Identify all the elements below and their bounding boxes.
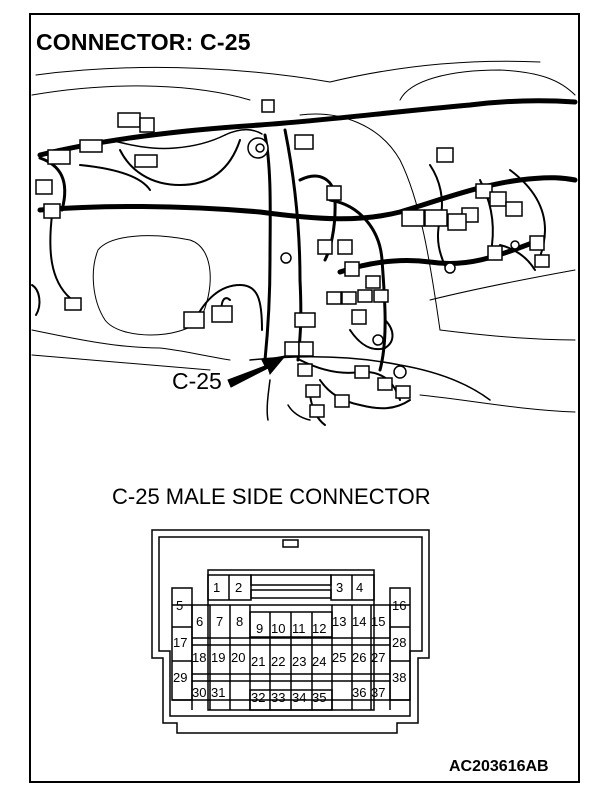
pin-27: 27 xyxy=(371,650,385,665)
pin-28: 28 xyxy=(392,635,406,650)
pin-2: 2 xyxy=(235,580,242,595)
pin-36: 36 xyxy=(352,685,366,700)
pin-10: 10 xyxy=(271,621,285,636)
pin-18: 18 xyxy=(192,650,206,665)
pin-35: 35 xyxy=(312,690,326,705)
pin-3: 3 xyxy=(336,580,343,595)
pin-8: 8 xyxy=(236,614,243,629)
pin-15: 15 xyxy=(371,614,385,629)
pin-31: 31 xyxy=(211,685,225,700)
pin-29: 29 xyxy=(173,670,187,685)
pin-37: 37 xyxy=(371,685,385,700)
pin-24: 24 xyxy=(312,654,326,669)
callout-label: C-25 xyxy=(172,368,222,394)
pin-6: 6 xyxy=(196,614,203,629)
pin-14: 14 xyxy=(352,614,366,629)
pin-38: 38 xyxy=(392,670,406,685)
pin-19: 19 xyxy=(211,650,225,665)
pin-4: 4 xyxy=(356,580,363,595)
pin-12: 12 xyxy=(312,621,326,636)
pin-1: 1 xyxy=(213,580,220,595)
pin-30: 30 xyxy=(192,685,206,700)
pin-21: 21 xyxy=(251,654,265,669)
callout-arrow xyxy=(227,355,287,388)
connector-title: C-25 MALE SIDE CONNECTOR xyxy=(112,484,431,509)
pin-23: 23 xyxy=(292,654,306,669)
pin-11: 11 xyxy=(292,621,306,636)
figure-code: AC203616AB xyxy=(449,758,549,775)
pin-33: 33 xyxy=(271,690,285,705)
pin-9: 9 xyxy=(256,621,263,636)
pin-26: 26 xyxy=(352,650,366,665)
pin-7: 7 xyxy=(216,614,223,629)
pin-5: 5 xyxy=(176,598,183,613)
figure-title: CONNECTOR: C-25 xyxy=(36,29,251,55)
pin-17: 17 xyxy=(173,635,187,650)
figure-frame xyxy=(29,13,580,783)
pin-32: 32 xyxy=(251,690,265,705)
pin-16: 16 xyxy=(392,598,406,613)
pin-25: 25 xyxy=(332,650,346,665)
pin-34: 34 xyxy=(292,690,306,705)
pin-20: 20 xyxy=(231,650,245,665)
pin-22: 22 xyxy=(271,654,285,669)
pin-13: 13 xyxy=(332,614,346,629)
